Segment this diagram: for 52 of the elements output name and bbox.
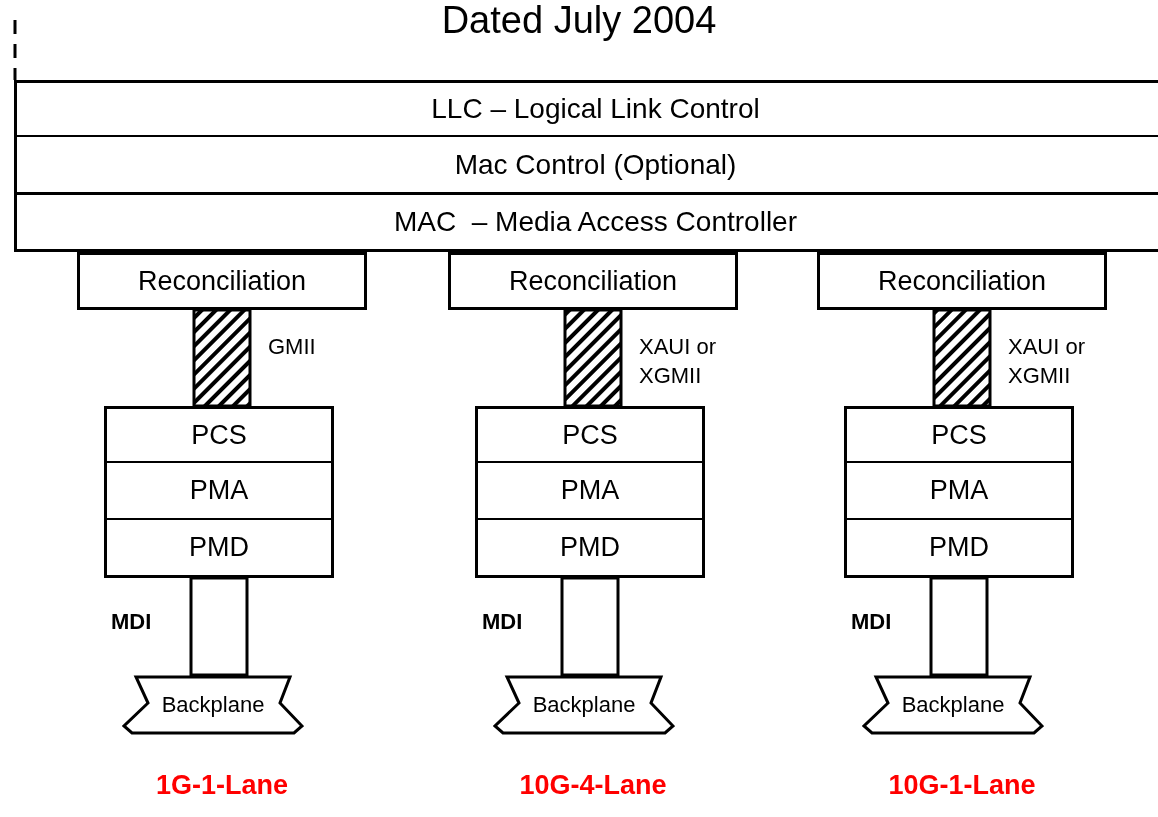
edge-label: XAUI or XGMII (639, 333, 718, 390)
layer-name: Backplane (901, 692, 1005, 718)
sublayer-box (104, 520, 334, 578)
layer-name: Reconciliation (877, 265, 1047, 297)
diagram-title: Dated July 2004 (440, 0, 718, 40)
sublayer-box (844, 520, 1074, 578)
layer-name: PMD (929, 532, 989, 563)
edge-label: MDI (482, 609, 523, 635)
column-caption: 1G-1-Lane (154, 770, 289, 801)
layer-name: Backplane (161, 692, 265, 718)
column-caption: 10G-1-Lane (887, 770, 1037, 801)
sublayer-box (448, 252, 738, 310)
layer-name: Reconciliation (137, 265, 307, 297)
sublayer-box (475, 520, 705, 578)
interface-bar (929, 576, 989, 677)
layer-name: Reconciliation (508, 265, 678, 297)
layer-band (14, 80, 1158, 138)
edge-label: GMII (268, 333, 317, 361)
edge-label: MDI (111, 609, 152, 635)
interface-bar (560, 576, 620, 677)
layer-name: PMA (929, 475, 989, 506)
sublayer-box (817, 252, 1107, 310)
hatched-interface-bar (932, 308, 992, 408)
backplane-shape (122, 675, 304, 735)
layer-name: LLC – Logical Link Control (431, 93, 760, 125)
sublayer-box (844, 463, 1074, 521)
sublayer-box (475, 406, 705, 464)
sublayer-box (104, 406, 334, 464)
layer-name: PMA (560, 475, 620, 506)
sublayer-box (844, 406, 1074, 464)
layer-name: Backplane (532, 692, 636, 718)
edge-label: MDI (851, 609, 892, 635)
layer-name: PMA (189, 475, 249, 506)
layer-name: PCS (191, 419, 247, 451)
edge-label: XAUI or XGMII (1008, 333, 1087, 390)
layer-name: MAC – Media Access Controller (393, 206, 797, 238)
backplane-shape (862, 675, 1044, 735)
sublayer-box (104, 463, 334, 521)
backplane-shape (493, 675, 675, 735)
sublayer-box (77, 252, 367, 310)
hatched-interface-bar (563, 308, 623, 408)
layer-name: PMD (189, 532, 249, 563)
layer-band (14, 195, 1158, 252)
column-caption: 10G-4-Lane (518, 770, 668, 801)
layer-name: PCS (562, 419, 618, 451)
hatched-interface-bar (192, 308, 252, 408)
layer-band (14, 137, 1158, 195)
layer-name: PCS (931, 419, 987, 451)
layer-name: Mac Control (Optional) (454, 148, 737, 181)
layer-name: PMD (560, 532, 620, 563)
interface-bar (189, 576, 249, 677)
sublayer-box (475, 463, 705, 521)
